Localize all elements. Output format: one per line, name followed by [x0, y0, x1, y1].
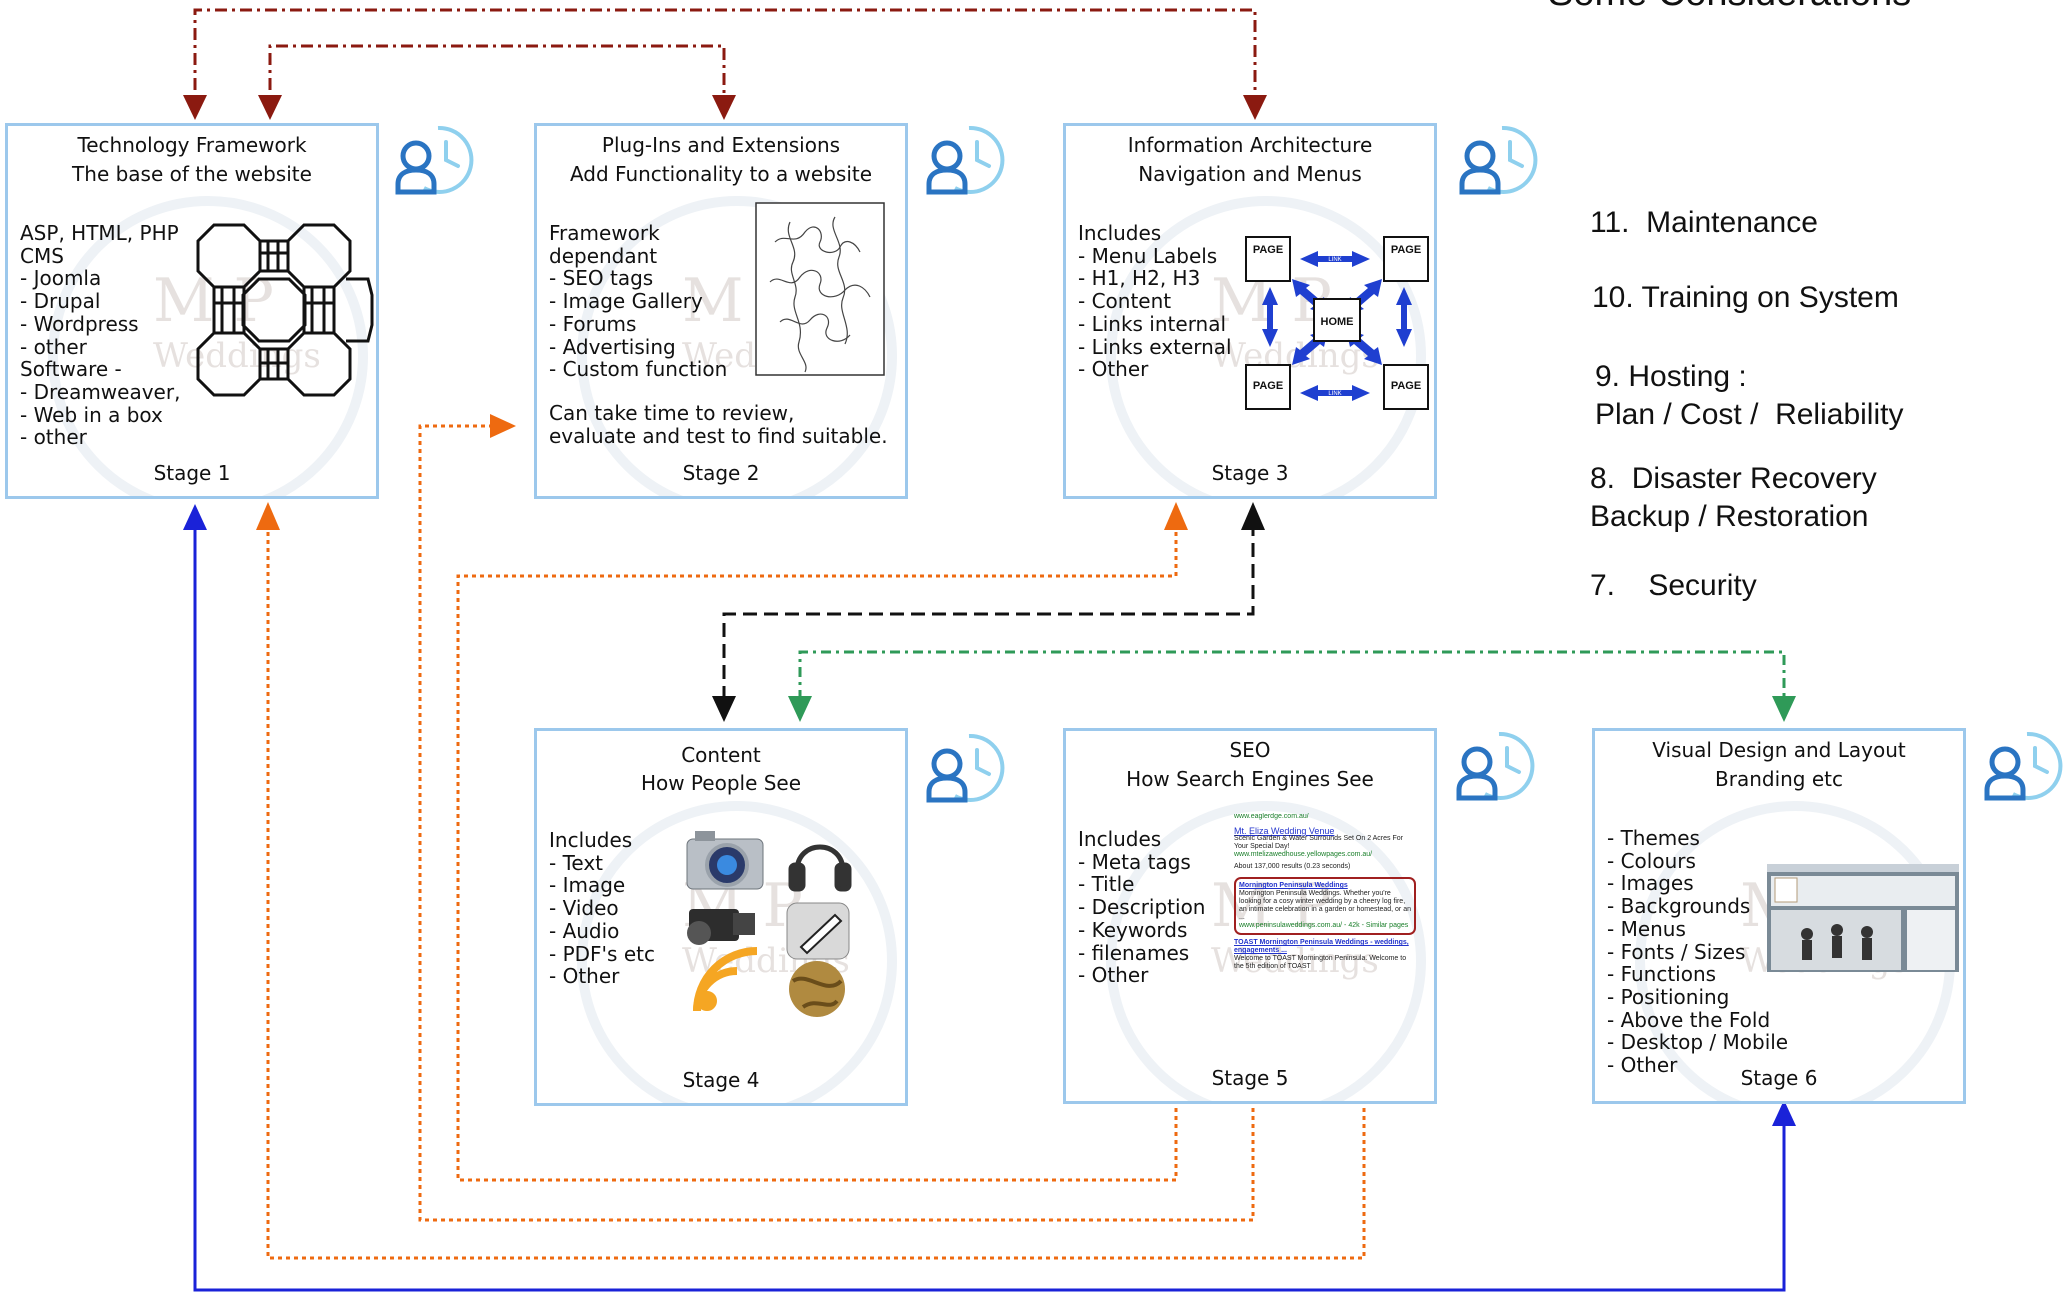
- sitemap-home-label: HOME: [1321, 316, 1354, 328]
- stage-label: Stage 4: [682, 1068, 760, 1092]
- connector-arrowheads-black: [712, 502, 1265, 722]
- jigsaw-puzzle-illustration: [755, 202, 885, 376]
- stage-6-box: M P Weddings Visual Design and Layout Br…: [1592, 728, 1966, 1104]
- stage-label: Stage 3: [1211, 461, 1289, 485]
- video-camera-icon: [687, 909, 755, 945]
- stage-2-box: M P Weddings Plug-Ins and Extensions Add…: [534, 123, 908, 499]
- connector-black: [722, 522, 1255, 700]
- stage-4-box: M P Weddings Content How People See Incl…: [534, 728, 908, 1106]
- consideration-item: 7. Security: [1590, 569, 1757, 602]
- stage-title: SEO: [1229, 738, 1271, 762]
- stage-subtitle: Navigation and Menus: [1138, 162, 1362, 186]
- stage-subtitle: Branding etc: [1715, 767, 1843, 791]
- user-clock-icon: [1456, 731, 1535, 801]
- consideration-item: 8. Disaster Recovery Backup / Restoratio…: [1590, 462, 1877, 533]
- stage-title: Technology Framework: [77, 133, 307, 157]
- stage-subtitle: How Search Engines See: [1126, 767, 1374, 791]
- sitemap-link-label: LINK: [1328, 257, 1341, 263]
- stage-body: Framework dependant - SEO tags - Image G…: [549, 221, 728, 382]
- user-clock-icon: [1984, 731, 2063, 801]
- headphones-icon: [788, 844, 852, 892]
- connector-orange: [266, 424, 1366, 1260]
- sitemap-link-label: LINK: [1328, 391, 1341, 397]
- consideration-item: 10. Training on System: [1592, 281, 1899, 314]
- sitemap-page-label: PAGE: [1253, 244, 1283, 256]
- watermark-logo: M P Weddings: [1106, 801, 1426, 1101]
- stage-title: Plug-Ins and Extensions: [601, 133, 841, 157]
- considerations-title: Some Considerations: [1548, 0, 1911, 15]
- stage-body: Includes - Text - Image - Video - Audio …: [549, 828, 655, 989]
- stage-body: Includes - Menu Labels - H1, H2, H3 - Co…: [1078, 221, 1232, 382]
- connector-stage1-stage3: [193, 8, 1257, 115]
- stage-subtitle: The base of the website: [72, 162, 312, 186]
- stage-body: - Themes - Colours - Images - Background…: [1607, 826, 1789, 1078]
- user-clock-icon: [926, 125, 1005, 195]
- consideration-item: 9. Hosting : Plan / Cost / Reliability: [1595, 360, 1904, 431]
- consideration-item: 11. Maintenance: [1590, 206, 1818, 239]
- stage-label: Stage 5: [1211, 1066, 1289, 1090]
- pen-tool-icon: [786, 902, 850, 960]
- stage-1-box: M P Weddings Technology Framework The ba…: [5, 123, 379, 499]
- stage-note: Can take time to review, evaluate and te…: [549, 401, 888, 448]
- stage-subtitle: How People See: [640, 771, 802, 795]
- user-clock-icon: [926, 733, 1005, 803]
- globe-icon: [789, 961, 845, 1017]
- stage-3-box: M P Weddings Information Architecture Na…: [1063, 123, 1437, 499]
- connector-arrowheads-green: [788, 696, 1796, 722]
- highlighted-result: Mornington Peninsula Weddings Mornington…: [1234, 877, 1416, 935]
- stage-title: Visual Design and Layout: [1652, 738, 1906, 762]
- search-results-illustration: www.eaglerdge.com.au/ Mt. Eliza Wedding …: [1234, 813, 1416, 1005]
- stage-label: Stage 6: [1740, 1066, 1818, 1090]
- website-screenshot-illustration: [1767, 864, 1959, 972]
- rss-feed-icon: [693, 947, 758, 1012]
- stage-body: Includes - Meta tags - Title - Descripti…: [1078, 827, 1206, 988]
- connector-green: [798, 650, 1786, 700]
- stage-title: Content: [681, 743, 761, 767]
- user-clock-icon: [395, 125, 474, 195]
- stage-label: Stage 2: [682, 461, 760, 485]
- connector-blue: [193, 522, 1786, 1292]
- sitemap-page-label: PAGE: [1391, 244, 1421, 256]
- stage-subtitle: Add Functionality to a website: [569, 162, 873, 186]
- octagon-lattice-illustration: [196, 223, 374, 397]
- site-map-illustration: PAGE PAGE PAGE PAGE HOME LINK LINK: [1245, 236, 1429, 410]
- sitemap-page-label: PAGE: [1391, 380, 1421, 392]
- connector-arrowheads-orange: [256, 414, 1188, 530]
- camera-icon: [686, 831, 764, 890]
- stage-label: Stage 1: [153, 461, 231, 485]
- stage-5-box: M P Weddings SEO How Search Engines See …: [1063, 728, 1437, 1104]
- sitemap-page-label: PAGE: [1253, 380, 1283, 392]
- media-icons-illustration: [686, 831, 852, 1017]
- user-clock-icon: [1459, 125, 1538, 195]
- connector-arrowheads-red: [183, 95, 1267, 120]
- connector-arrowheads-blue: [183, 504, 1796, 1126]
- stage-title: Information Architecture: [1127, 133, 1373, 157]
- stage-body: ASP, HTML, PHP CMS - Joomla - Drupal - W…: [20, 221, 181, 450]
